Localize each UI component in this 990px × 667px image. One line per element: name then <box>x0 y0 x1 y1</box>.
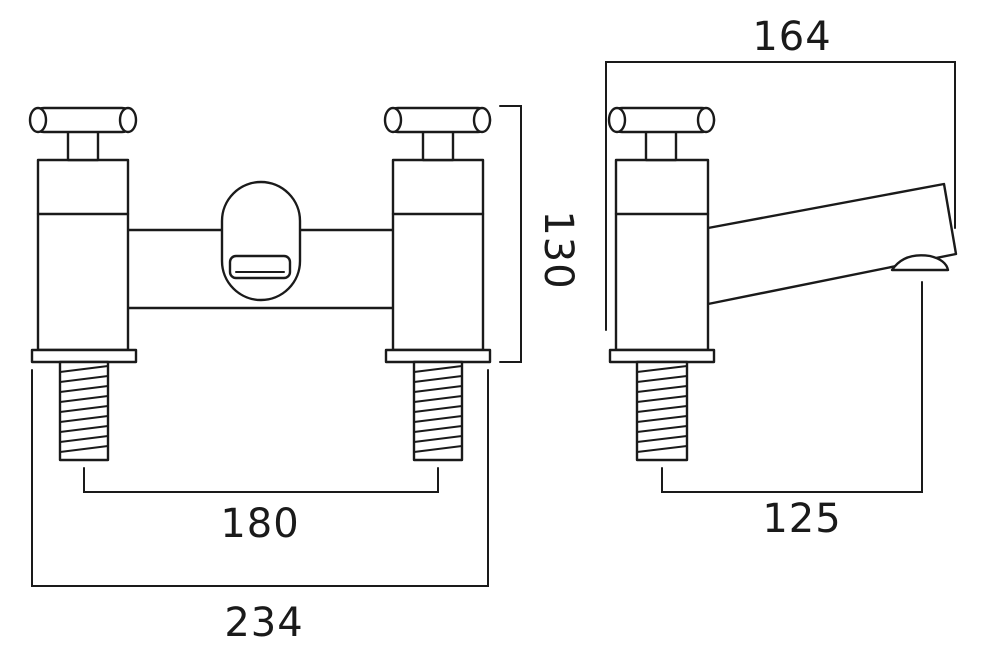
diverter-knob <box>220 180 302 302</box>
right-handle-stem <box>421 126 455 162</box>
left-valve <box>28 106 138 462</box>
spout <box>706 182 958 306</box>
centres-label: 180 <box>220 501 299 547</box>
dimension-labels: 164 130 180 234 125 <box>220 14 841 646</box>
side-base-flange <box>608 348 716 364</box>
left-base-flange <box>30 348 138 364</box>
centres-dimension-line <box>83 467 439 493</box>
width-dimension-line <box>31 369 489 587</box>
front-view <box>28 106 492 462</box>
left-threaded-tail <box>58 360 110 462</box>
width-label: 234 <box>224 600 303 646</box>
projection-label: 125 <box>762 496 841 542</box>
right-base-flange <box>384 348 492 364</box>
dimension-lines <box>31 61 956 587</box>
left-cross-handle <box>30 106 136 134</box>
spout-outlet <box>890 254 950 272</box>
height-dimension-line <box>499 105 522 363</box>
depth-label: 164 <box>752 14 831 60</box>
height-label: 130 <box>535 210 581 289</box>
side-handle-stem <box>644 126 678 162</box>
side-threaded-tail <box>635 360 689 462</box>
depth-dimension-line <box>605 61 956 331</box>
right-threaded-tail <box>412 360 464 462</box>
projection-dimension-line <box>661 281 923 493</box>
right-valve <box>383 106 492 462</box>
left-valve-body <box>36 158 130 352</box>
side-valve-body <box>614 158 710 352</box>
right-valve-body <box>391 158 485 352</box>
side-view <box>607 106 958 462</box>
